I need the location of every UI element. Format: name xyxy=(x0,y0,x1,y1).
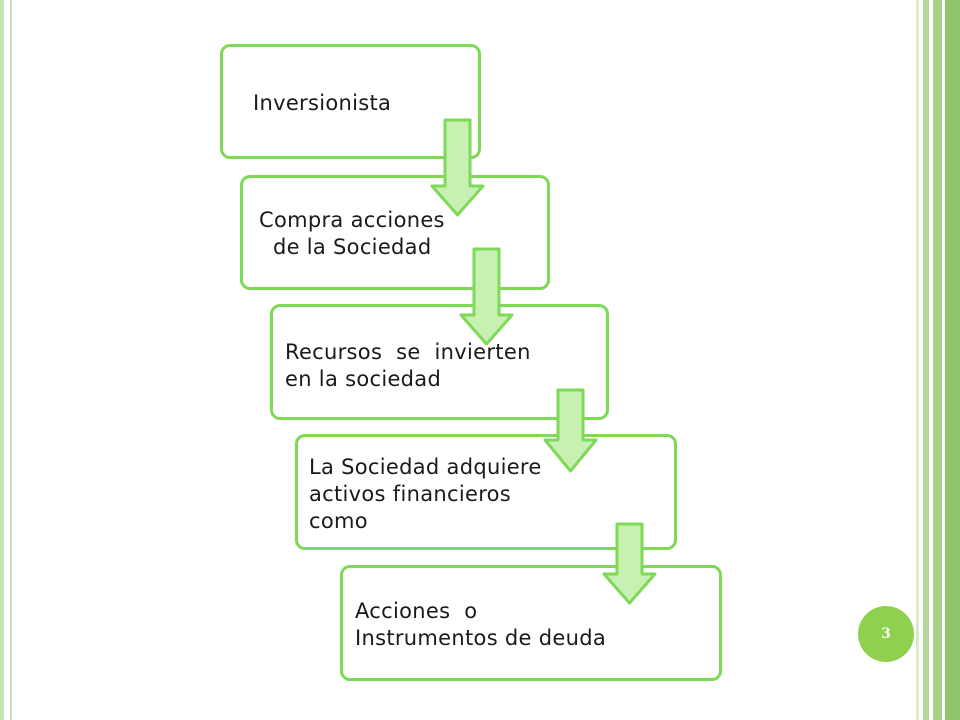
slide-frame-left xyxy=(0,0,12,720)
slide-number-badge: 3 xyxy=(858,606,914,662)
step-label: Recursos se invierten en la sociedad xyxy=(285,340,531,391)
step-label: Compra acciones de la Sociedad xyxy=(259,208,445,259)
step-box-acciones-instrumentos: Acciones o Instrumentos de deuda xyxy=(340,565,722,681)
step-box-inversionista: Inversionista xyxy=(220,44,481,159)
down-arrow-icon xyxy=(430,118,485,217)
down-arrow-icon xyxy=(459,247,514,346)
slide-frame-right xyxy=(916,0,960,720)
step-box-recursos: Recursos se invierten en la sociedad xyxy=(270,304,609,420)
step-label: Acciones o Instrumentos de deuda xyxy=(355,599,606,650)
down-arrow-icon xyxy=(602,522,657,605)
step-box-adquiere-activos: La Sociedad adquiere activos financieros… xyxy=(295,434,677,550)
step-label: La Sociedad adquiere activos financieros… xyxy=(309,455,542,533)
down-arrow-icon xyxy=(543,388,598,473)
step-label: Inversionista xyxy=(253,91,392,115)
